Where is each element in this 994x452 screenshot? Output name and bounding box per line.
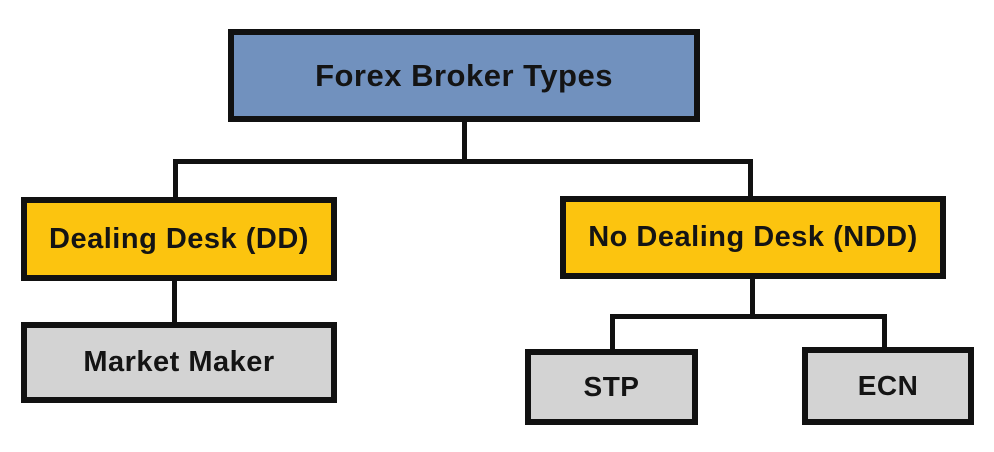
- connector-root-vertical: [462, 120, 467, 164]
- node-dealing-desk-label: Dealing Desk (DD): [49, 222, 309, 255]
- node-stp-label: STP: [583, 371, 640, 402]
- node-no-dealing-desk-label: No Dealing Desk (NDD): [588, 221, 918, 253]
- node-market-maker-label: Market Maker: [83, 346, 275, 378]
- node-stp: STP: [525, 349, 698, 425]
- connector-dd-to-market-maker: [172, 279, 177, 324]
- node-dealing-desk: Dealing Desk (DD): [21, 197, 337, 281]
- node-forex-broker-types-label: Forex Broker Types: [315, 57, 613, 93]
- node-no-dealing-desk: No Dealing Desk (NDD): [560, 196, 946, 279]
- node-ecn-label: ECN: [857, 370, 919, 401]
- connector-ndd-vertical: [750, 277, 755, 319]
- node-ecn: ECN: [802, 347, 974, 425]
- node-forex-broker-types: Forex Broker Types: [228, 29, 700, 122]
- connector-drop-to-stp: [610, 314, 615, 351]
- node-market-maker: Market Maker: [21, 322, 337, 403]
- connector-level1-horizontal: [173, 159, 753, 164]
- connector-drop-to-dealing-desk: [173, 159, 178, 199]
- connector-drop-to-ecn: [882, 314, 887, 349]
- connector-level2-horizontal: [610, 314, 887, 319]
- connector-drop-to-no-dealing-desk: [748, 159, 753, 199]
